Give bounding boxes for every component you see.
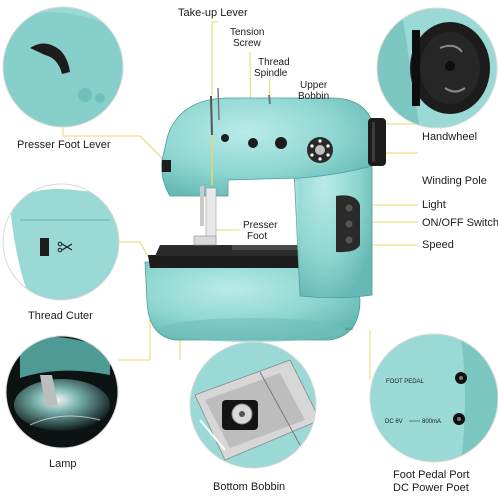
inset-foot-pedal-text: FOOT PEDAL: [386, 379, 425, 385]
leader-thread-cutter: [118, 241, 151, 261]
inset-ma-text: 800mA: [422, 419, 441, 425]
sewing-machine: MINI: [144, 87, 386, 342]
label-winding-pole: Winding Pole: [422, 175, 487, 187]
leader-presser-foot-lever: [62, 126, 171, 167]
label-take-up-lever: Take-up Lever: [178, 7, 248, 19]
label-handwheel: Handwheel: [422, 131, 478, 143]
label-bottom-bobbin: Bottom Bobbin: [213, 481, 286, 493]
label-thread-spindle-line2: Spindle: [254, 68, 288, 79]
label-on-off-switch: ON/OFF Switch: [422, 217, 498, 229]
inset-handwheel: [376, 7, 498, 129]
label-foot-pedal-port: Foot Pedal Port: [393, 469, 470, 481]
label-tension-screw-line2: Screw: [233, 38, 261, 49]
inset-lamp: [5, 335, 119, 449]
label-lamp: Lamp: [49, 458, 77, 470]
inset-thread-cutter: [2, 183, 120, 301]
label-presser-foot-line2: Foot: [247, 231, 268, 242]
leader-take-up-lever: [211, 21, 218, 95]
label-presser-foot-lever: Presser Foot Lever: [17, 139, 111, 151]
label-upper-bobbin-line1: Upper: [300, 80, 328, 91]
label-upper-bobbin-line2: Bobbin: [298, 91, 330, 102]
label-thread-cutter: Thread Cuter: [28, 310, 93, 322]
label-light: Light: [422, 199, 446, 211]
inset-dc-text: DC 6V: [385, 419, 403, 425]
label-thread-spindle-line1: Thread: [258, 57, 290, 68]
leader-lamp: [118, 270, 151, 361]
inset-presser-foot-lever: [2, 6, 124, 128]
label-speed: Speed: [422, 239, 454, 251]
inset-bottom-bobbin: [189, 341, 317, 469]
label-tension-screw-line1: Tension: [230, 27, 265, 38]
label-dc-power-port: DC Power Poet: [393, 482, 469, 494]
svg-text:MINI: MINI: [345, 326, 353, 331]
inset-ports: FOOT PEDAL DC 6V 800mA: [369, 333, 498, 463]
label-presser-foot-line1: Presser: [243, 220, 278, 231]
